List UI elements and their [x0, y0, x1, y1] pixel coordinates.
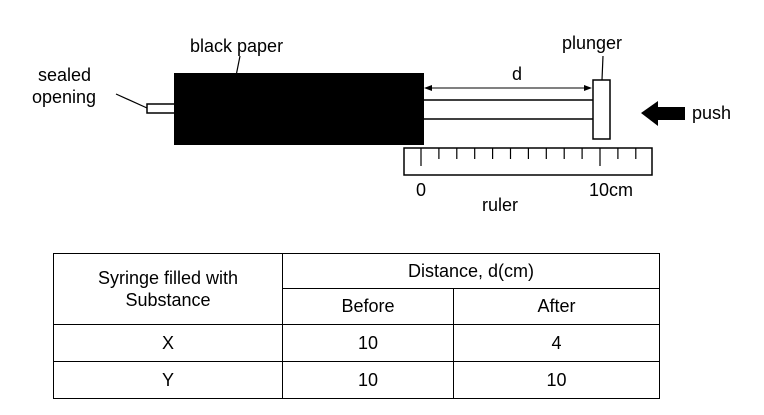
ruler-label: ruler [482, 195, 518, 215]
ruler-ticks [420, 148, 637, 166]
plunger-head [592, 79, 611, 140]
plunger-label: plunger [562, 33, 622, 53]
cell-substance: X [53, 324, 283, 362]
header-distance-group: Distance, d(cm) [282, 253, 660, 289]
sealed-opening-label-line2: opening [32, 87, 96, 107]
sealed-opening-label-line1: sealed [38, 65, 91, 85]
table-subheader-row: Before After [54, 288, 660, 325]
cell-after: 4 [453, 324, 660, 362]
sealed-opening-pointer [115, 93, 148, 109]
table-row: Y 10 10 [53, 361, 660, 399]
results-table: Syringe filled with Substance Distance, … [53, 253, 660, 399]
cell-before: 10 [282, 361, 454, 399]
header-before: Before [282, 288, 454, 325]
cell-before: 10 [282, 324, 454, 362]
distance-arrow-right-head [584, 85, 592, 91]
table-header-row: Syringe filled with Substance Distance, … [53, 253, 660, 325]
distance-arrow-left-head [424, 85, 432, 91]
black-paper-pointer [235, 55, 241, 77]
syringe-diagram: black paper sealed opening plunger d pus… [32, 33, 731, 215]
ruler-end-label: 10cm [589, 180, 633, 200]
table-row: X 10 4 [53, 324, 660, 362]
sealed-opening-tip [146, 103, 176, 114]
black-paper-label: black paper [190, 36, 283, 56]
ruler-start-label: 0 [416, 180, 426, 200]
distance-label: d [512, 64, 522, 84]
push-label: push [692, 103, 731, 123]
cell-substance: Y [53, 361, 283, 399]
black-paper-barrel [174, 73, 424, 145]
push-arrow-icon [641, 101, 685, 126]
cell-after: 10 [453, 361, 660, 399]
header-substance-line2: Substance [125, 290, 211, 310]
plunger-pointer [601, 55, 604, 81]
header-substance: Syringe filled with Substance [53, 253, 283, 325]
header-after: After [453, 288, 660, 325]
header-substance-line1: Syringe filled with [97, 268, 239, 288]
